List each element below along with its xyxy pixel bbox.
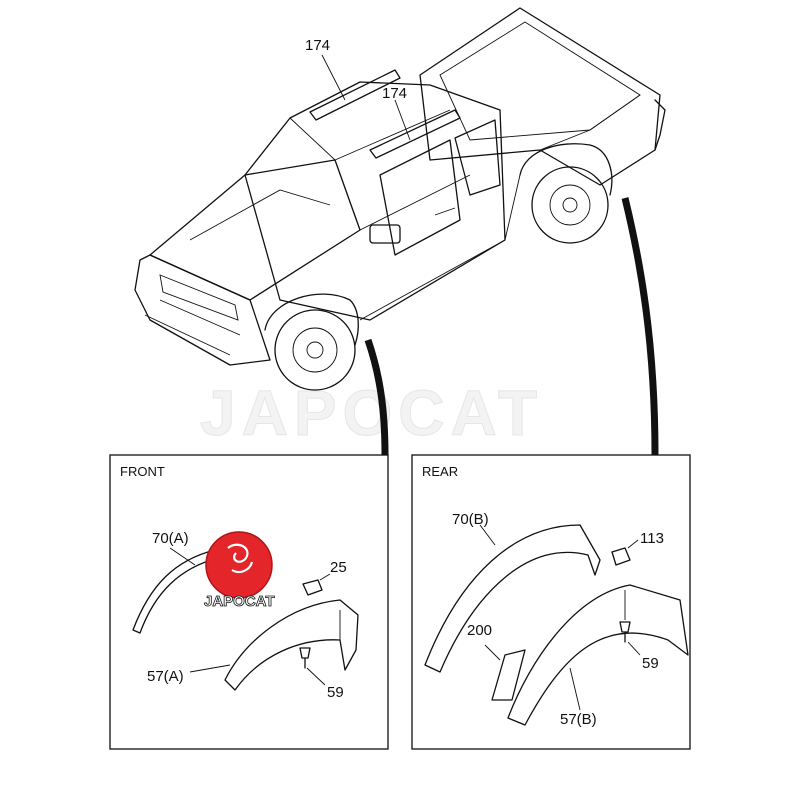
label-25: 25 <box>330 559 347 576</box>
japocat-logo: JAPOCAT <box>204 531 275 610</box>
logo-text: JAPOCAT <box>204 593 275 610</box>
label-59-rear: 59 <box>642 655 659 672</box>
logo-disc <box>205 531 273 599</box>
truck-illustration: 174 174 <box>134 7 666 391</box>
callout-174-a: 174 <box>305 37 330 54</box>
label-70a: 70(A) <box>152 530 189 547</box>
label-200: 200 <box>467 622 492 639</box>
front-connector-line <box>364 338 389 456</box>
rear-panel: REAR 70(B) 113 57(B) 200 59 <box>411 454 691 750</box>
rear-connector-line <box>621 197 659 456</box>
rear-mudflap-200 <box>491 649 526 701</box>
rear-flare-57b <box>507 584 689 726</box>
front-flare-57a <box>224 599 359 691</box>
rear-clip-113 <box>611 547 631 566</box>
front-clip-25 <box>302 579 323 596</box>
callout-174-b: 174 <box>382 85 407 102</box>
front-panel: FRONT 70(A) 25 57(A) 59 JAPOCAT <box>109 454 389 750</box>
rear-screw-59 <box>619 621 631 643</box>
label-113: 113 <box>640 530 664 547</box>
front-screw-59 <box>299 647 311 669</box>
rear-panel-title: REAR <box>422 464 458 479</box>
watermark-text: JAPOCAT <box>200 377 543 449</box>
front-trim-70a <box>132 549 219 634</box>
front-wheel <box>274 309 356 391</box>
truck-bed <box>419 7 661 186</box>
rear-trim-70b <box>424 524 601 673</box>
label-57b: 57(B) <box>560 711 597 728</box>
front-panel-title: FRONT <box>120 464 165 479</box>
truck-front <box>134 254 271 366</box>
label-70b: 70(B) <box>452 511 489 528</box>
label-57a: 57(A) <box>147 668 184 685</box>
label-59-front: 59 <box>327 684 344 701</box>
rear-wheel <box>531 166 609 244</box>
truck-cab <box>244 81 506 321</box>
